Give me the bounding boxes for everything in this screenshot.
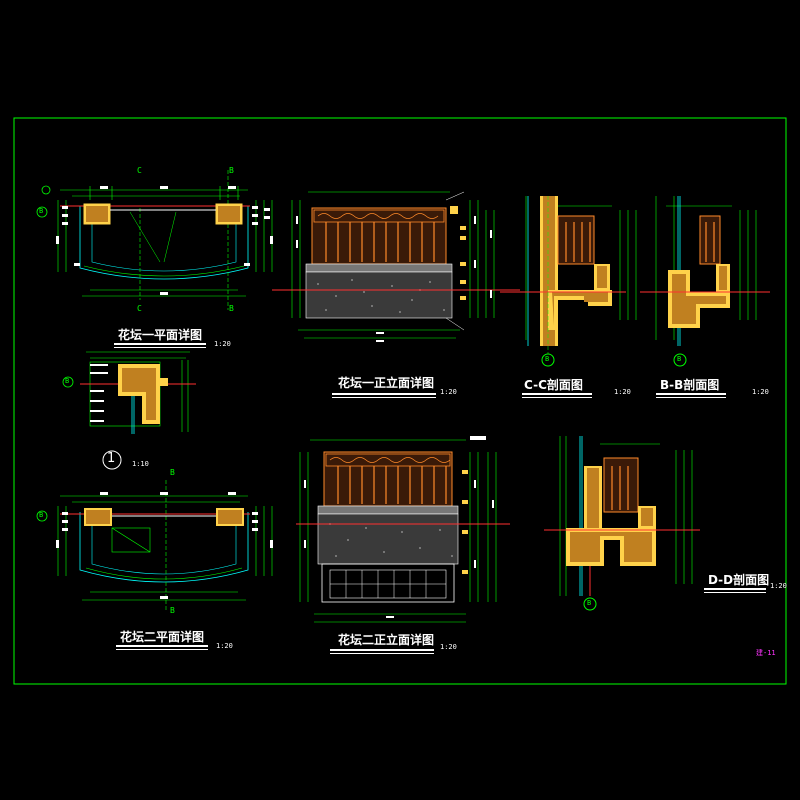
sheet-frame [13,117,787,685]
scale-section-dd: 1:20 [770,582,787,590]
title-section-dd: D-D剖面图 [708,573,770,587]
title-plan-1-underline [114,343,206,345]
title-elevation-1-underline [332,393,436,395]
grid-bubble-label-plan1: B [39,207,44,215]
title-section-cc-underline [522,393,592,395]
section-mark-b-bottom: B [229,304,234,313]
scale-plan-1: 1:20 [214,340,231,348]
grid-bubble-plan1b [41,185,51,195]
title-plan-2: 花坛二平面详图 [120,630,205,644]
section-dd-drawing [544,436,700,611]
grid-bubble-label-bb: B [677,355,682,363]
section-mark-b-plan2-bottom: B [170,606,175,615]
elevation-2-drawing [296,436,510,623]
section-mark-c-top: C [137,166,142,175]
grid-bubble-label-plan2: B [39,511,44,519]
sheet-number: 建-11 [756,649,776,657]
grid-bubble-plan2 [36,510,48,522]
title-elevation-1: 花坛一正立面详图 [338,376,435,390]
section-mark-b-plan2-top: B [170,468,175,477]
title-plan-1: 花坛一平面详图 [118,328,203,342]
section-cc-drawing [500,196,637,367]
grid-bubble-plan1 [36,206,48,218]
elevation-1-drawing [272,191,520,342]
plan-1-drawing [57,170,273,310]
section-bb-drawing [640,196,770,367]
grid-bubble-label-cc: B [545,355,550,363]
section-mark-c-bottom: C [137,304,142,313]
title-section-bb: B-B剖面图 [660,378,720,392]
title-section-bb-underline [656,393,726,395]
scale-elevation-2: 1:20 [440,643,457,651]
scale-detail-1: 1:10 [132,460,149,468]
plan-2-drawing [57,480,273,612]
title-section-dd-underline [704,588,766,590]
grid-bubble-label-dd: B [587,599,592,607]
grid-bubble-detail [62,376,74,388]
title-plan-2-underline [116,645,208,647]
scale-section-cc: 1:20 [614,388,631,396]
title-elevation-2: 花坛二正立面详图 [338,633,435,647]
grid-bubble-label-detail: B [65,377,70,385]
scale-section-bb: 1:20 [752,388,769,396]
detail-callout-circle [102,450,122,470]
title-section-cc: C-C剖面图 [524,378,583,392]
title-elevation-2-underline [330,649,434,651]
scale-plan-2: 1:20 [216,642,233,650]
scale-elevation-1: 1:20 [440,388,457,396]
section-mark-b-top: B [229,166,234,175]
detail-number: 1 [107,451,116,466]
